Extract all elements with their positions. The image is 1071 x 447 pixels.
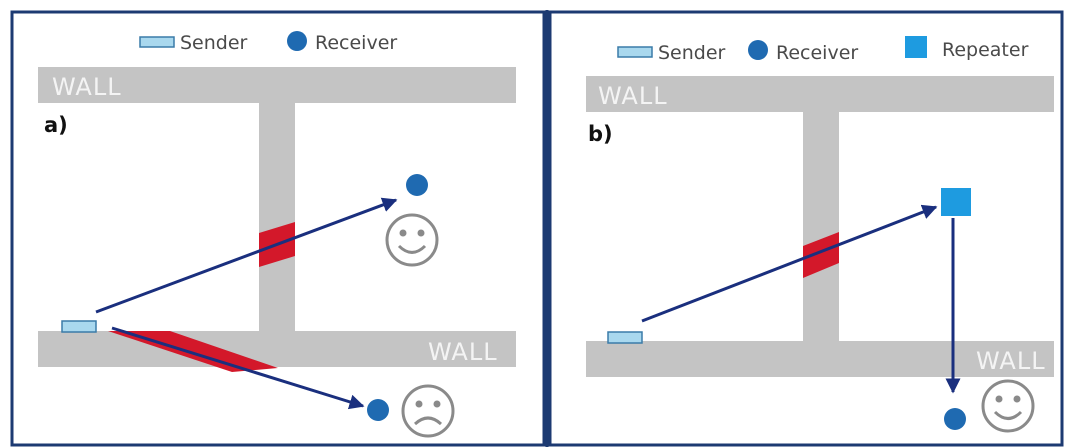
- signal-arrow-to-repeater: [641, 204, 938, 323]
- sender-legend-icon: [139, 36, 175, 48]
- repeater-legend-icon: [905, 36, 927, 58]
- legend-repeater-label: Repeater: [942, 39, 1029, 61]
- frowning-face-icon: [401, 384, 455, 438]
- panel-b: Sender Receiver Repeater WALL WALL b): [548, 10, 1064, 447]
- wall-bottom-label: WALL: [428, 338, 498, 366]
- signal-arrow-through-floor: [111, 326, 365, 410]
- signal-loss-zone: [803, 232, 839, 278]
- legend-sender-label: Sender: [658, 42, 726, 64]
- panel-a-label: a): [44, 113, 68, 137]
- wall-top: [38, 67, 516, 103]
- wall-vertical: [803, 112, 839, 341]
- legend-receiver-label: Receiver: [776, 42, 858, 64]
- wall-vertical: [259, 103, 295, 331]
- legend-b: Sender Receiver Repeater: [617, 36, 1029, 64]
- smiley-face-icon: [385, 213, 439, 267]
- wall-bottom: [586, 341, 1054, 377]
- repeater-device: [941, 188, 971, 216]
- panel-b-frame: [548, 10, 1064, 447]
- legend-receiver-label: Receiver: [315, 32, 397, 54]
- signal-arrow-to-receiver: [95, 197, 398, 314]
- receiver-device: [406, 174, 428, 196]
- receiver-legend-icon: [287, 31, 307, 51]
- sender-legend-icon: [617, 46, 653, 58]
- receiver-device: [367, 399, 389, 421]
- sender-device: [61, 320, 97, 333]
- panel-a: Sender Receiver WALL WALL a): [10, 10, 546, 447]
- smiley-face-icon: [981, 379, 1035, 433]
- receiver-legend-icon: [748, 40, 768, 60]
- panel-a-frame: [10, 10, 546, 447]
- wall-bottom-label: WALL: [976, 347, 1046, 375]
- wall-top: [586, 76, 1054, 112]
- legend-a: Sender Receiver: [139, 31, 397, 54]
- receiver-device: [944, 408, 966, 430]
- wall-top-label: WALL: [598, 82, 668, 110]
- wall-bottom: [38, 331, 516, 367]
- panel-b-label: b): [588, 122, 613, 146]
- sender-device: [607, 331, 643, 344]
- wall-top-label: WALL: [52, 73, 122, 101]
- legend-sender-label: Sender: [180, 32, 248, 54]
